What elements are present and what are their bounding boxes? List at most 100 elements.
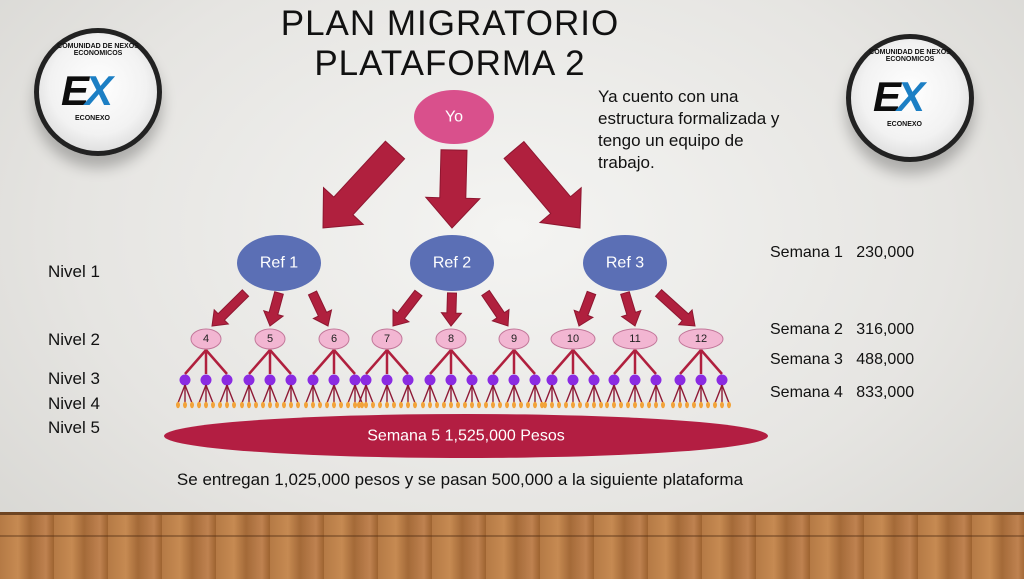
connector-level3-to-level4: [290, 384, 299, 404]
ref-node-3: [583, 235, 667, 291]
level4-node: [232, 401, 236, 409]
week5-base-label: Semana 5 1,525,000 Pesos: [367, 428, 564, 445]
connector-level2-8-to-level3-1: [429, 349, 452, 375]
level4-node: [197, 401, 201, 409]
arrow-root-to-ref-1: [322, 140, 406, 229]
connector-level3-to-level4: [572, 384, 581, 404]
ref-node-1: [237, 235, 321, 291]
arrow-root-to-ref-2: [424, 149, 481, 229]
level2-node-label-12: 12: [695, 333, 707, 345]
connector-level3-to-level4: [527, 384, 536, 404]
connector-level3-to-level4: [586, 384, 595, 404]
connector-level2-11-to-level3-1: [613, 349, 636, 375]
level4-node: [296, 401, 300, 409]
level4-node: [578, 401, 582, 409]
logo-ring-text: COMUNIDAD DE NEXOS ECONOMICOS: [57, 43, 139, 57]
level4-node: [413, 401, 417, 409]
connector-level3-to-level4: [226, 384, 235, 404]
level4-node: [385, 401, 389, 409]
level4-node: [204, 401, 208, 409]
level4-node: [406, 401, 410, 409]
level2-node-label-4: 4: [203, 333, 209, 345]
week-1: Semana 1 230,000: [770, 244, 915, 261]
level3-node: [608, 374, 620, 386]
level4-node: [605, 401, 609, 409]
connector-level3-to-level4: [672, 384, 681, 404]
level4-node: [218, 401, 222, 409]
connector-level2-11-to-level3-3: [634, 349, 657, 375]
level2-node-12: [678, 328, 724, 350]
connector-level2-12-to-level3-1: [679, 349, 702, 375]
connector-level2-12-to-level3-3: [700, 349, 723, 375]
level4-node: [470, 401, 474, 409]
level4-node: [626, 401, 630, 409]
root-node: [414, 90, 494, 144]
level4-node: [176, 401, 180, 409]
connector-level2-6-to-level3-1: [312, 349, 335, 375]
level3-node: [508, 374, 520, 386]
connector-level3-to-level4: [386, 384, 395, 404]
level3-node: [179, 374, 191, 386]
level4-node: [647, 401, 651, 409]
connector-level3-to-level4: [613, 384, 622, 404]
level4-node: [564, 401, 568, 409]
level4-node: [339, 401, 343, 409]
connector-level2-6-to-level3-3: [333, 349, 356, 375]
level3-node: [567, 374, 579, 386]
connector-level3-to-level4: [312, 384, 321, 404]
week-3: Semana 3 488,000: [770, 351, 915, 368]
connector-level3-to-level4: [627, 384, 636, 404]
level3-node: [328, 374, 340, 386]
connector-level3-to-level4: [379, 384, 388, 404]
level4-node: [311, 401, 315, 409]
level4-node: [491, 401, 495, 409]
connector-level3-to-level4: [679, 384, 688, 404]
level2-node-9: [498, 328, 530, 350]
level4-node: [399, 401, 403, 409]
level4-node: [325, 401, 329, 409]
connector-level3-to-level4: [198, 384, 207, 404]
level4-node: [543, 401, 547, 409]
level4-node: [357, 401, 361, 409]
level4-node: [353, 401, 357, 409]
level-3-label: Nivel 3: [48, 369, 100, 388]
ref-node-label-2: Ref 2: [433, 255, 471, 272]
level4-node: [304, 401, 308, 409]
arrow-ref-2-to-level2-2: [440, 292, 463, 327]
logo-mark: EX: [61, 67, 113, 114]
logo-subtext: ECONEXO: [75, 115, 111, 122]
level4-node: [612, 401, 616, 409]
level4-node: [557, 401, 561, 409]
level4-node: [678, 401, 682, 409]
connector-level3-to-level4: [347, 384, 356, 404]
week-4: Semana 4 833,000: [770, 384, 915, 401]
level4-node: [282, 401, 286, 409]
connector-level2-5-to-level3-3: [269, 349, 292, 375]
level4-node: [619, 401, 623, 409]
connector-level3-to-level4: [606, 384, 615, 404]
level4-node: [727, 401, 731, 409]
level3-node: [307, 374, 319, 386]
arrow-ref-1-to-level2-1: [211, 289, 250, 327]
level4-node: [318, 401, 322, 409]
level3-node: [695, 374, 707, 386]
level4-node: [640, 401, 644, 409]
connector-level3-to-level4: [534, 384, 543, 404]
arrow-ref-1-to-level2-2: [262, 291, 285, 327]
connector-level2-9-to-level3-3: [513, 349, 536, 375]
level4-node: [512, 401, 516, 409]
level4-node: [442, 401, 446, 409]
connector-level3-to-level4: [205, 384, 214, 404]
level4-node: [346, 401, 350, 409]
footer-text: Se entregan 1,025,000 pesos y se pasan 5…: [176, 470, 744, 489]
level2-node-label-10: 10: [567, 333, 579, 345]
arrow-root-to-ref-3: [503, 140, 582, 229]
level4-node: [706, 401, 710, 409]
level4-node: [571, 401, 575, 409]
level4-node: [211, 401, 215, 409]
level4-node: [526, 401, 530, 409]
level4-node: [275, 401, 279, 409]
connector-level2-8-to-level3-3: [450, 349, 473, 375]
level3-node: [349, 374, 361, 386]
right-logo-icon: COMUNIDAD DE NEXOS ECONOMICOS EX ECONEXO: [846, 34, 974, 162]
